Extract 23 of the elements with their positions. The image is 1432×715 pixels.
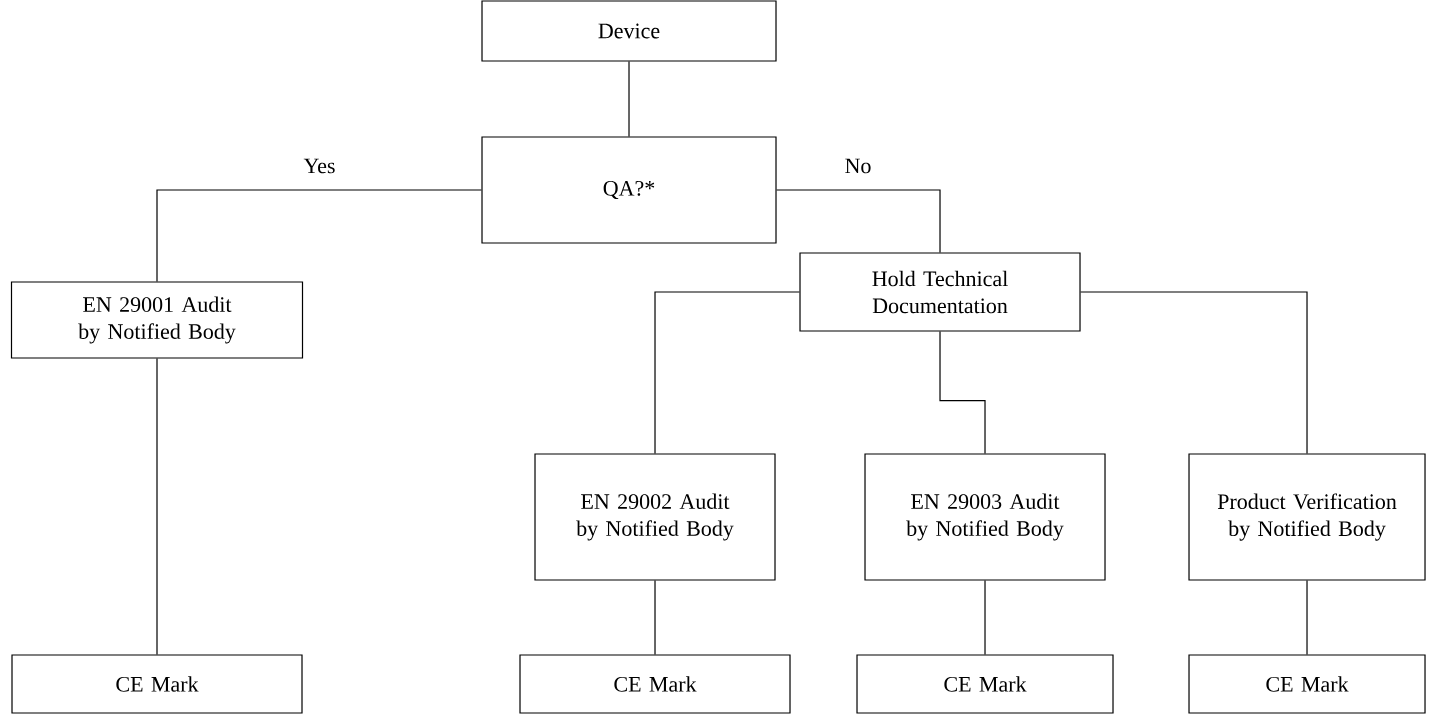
process-box: CE Mark <box>856 654 1114 714</box>
process-box: CE Mark <box>11 654 303 714</box>
connector-line <box>984 580 986 655</box>
process-box: EN 29001 Audit by Notified Body <box>10 281 304 359</box>
connector-line <box>939 331 986 454</box>
connector-line <box>654 580 656 655</box>
edge-label: Yes <box>301 156 338 176</box>
connector-line <box>628 61 630 137</box>
connector-line <box>654 291 800 454</box>
edge-label: No <box>842 156 874 176</box>
process-box: EN 29002 Audit by Notified Body <box>534 453 776 581</box>
connector-line <box>776 189 941 253</box>
connector-line <box>1080 291 1308 454</box>
connector-line <box>1306 580 1308 655</box>
connector-line <box>156 358 158 655</box>
process-box: EN 29003 Audit by Notified Body <box>864 453 1106 581</box>
process-box: Product Verification by Notified Body <box>1188 453 1426 581</box>
connector-line <box>156 189 482 282</box>
process-box: Device <box>481 0 777 62</box>
process-box: CE Mark <box>1188 654 1426 714</box>
process-box: Hold Technical Documentation <box>799 252 1081 332</box>
process-box: CE Mark <box>519 654 791 714</box>
process-box: QA?* <box>481 136 777 244</box>
